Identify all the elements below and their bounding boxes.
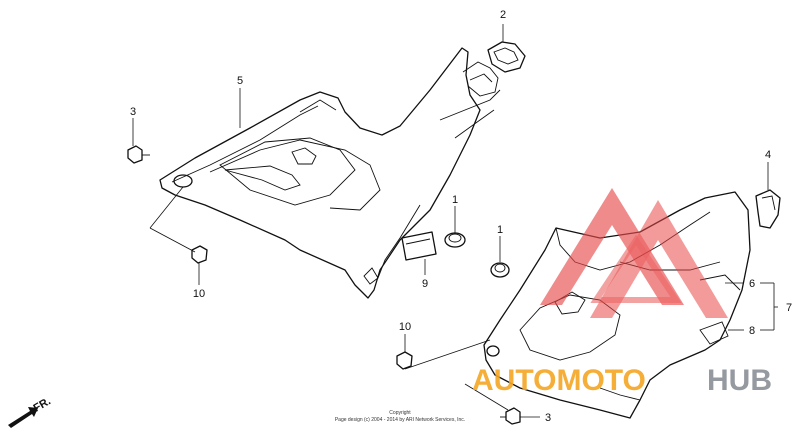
clip-nut-part-10-upper[interactable] — [191, 245, 208, 264]
callout-7[interactable]: 7 — [786, 302, 792, 314]
copyright-line-1: Copyright — [389, 410, 411, 416]
callout-4[interactable]: 4 — [765, 149, 771, 161]
callout-6[interactable]: 6 — [749, 278, 755, 290]
callout-9[interactable]: 9 — [422, 278, 428, 290]
direction-label: FR. — [32, 395, 53, 414]
callout-10-upper[interactable]: 10 — [193, 288, 205, 300]
screw-part-3-upper[interactable] — [127, 145, 150, 164]
grommet-part-1-left[interactable] — [444, 232, 466, 248]
watermark-text-gray: HUB — [707, 364, 772, 397]
emblem-plate-part-9[interactable] — [401, 231, 437, 261]
callout-3-lower[interactable]: 3 — [545, 412, 551, 424]
left-under-cowl[interactable] — [159, 47, 501, 299]
callout-10-lower[interactable]: 10 — [399, 321, 411, 333]
collar-part-4[interactable] — [755, 189, 781, 229]
callout-2[interactable]: 2 — [500, 9, 506, 21]
callout-3-upper[interactable]: 3 — [130, 106, 136, 118]
callout-5[interactable]: 5 — [237, 75, 243, 87]
leader-lines — [132, 24, 778, 418]
copyright-line-2: Page design (c) 2004 - 2014 by ARI Netwo… — [335, 417, 465, 423]
callout-8[interactable]: 8 — [749, 325, 755, 337]
watermark-text-orange: AUTOMOTO — [472, 364, 646, 397]
front-direction-arrow-icon: FR. — [8, 395, 53, 428]
watermark-logo — [540, 188, 728, 318]
grommet-part-1-right[interactable] — [490, 262, 510, 278]
callout-1-left[interactable]: 1 — [452, 194, 458, 206]
clip-nut-part-10-lower[interactable] — [396, 351, 413, 370]
callout-1-right[interactable]: 1 — [497, 224, 503, 236]
rubber-grommet-part-2[interactable] — [487, 41, 526, 73]
screw-part-3-lower[interactable] — [500, 407, 521, 425]
